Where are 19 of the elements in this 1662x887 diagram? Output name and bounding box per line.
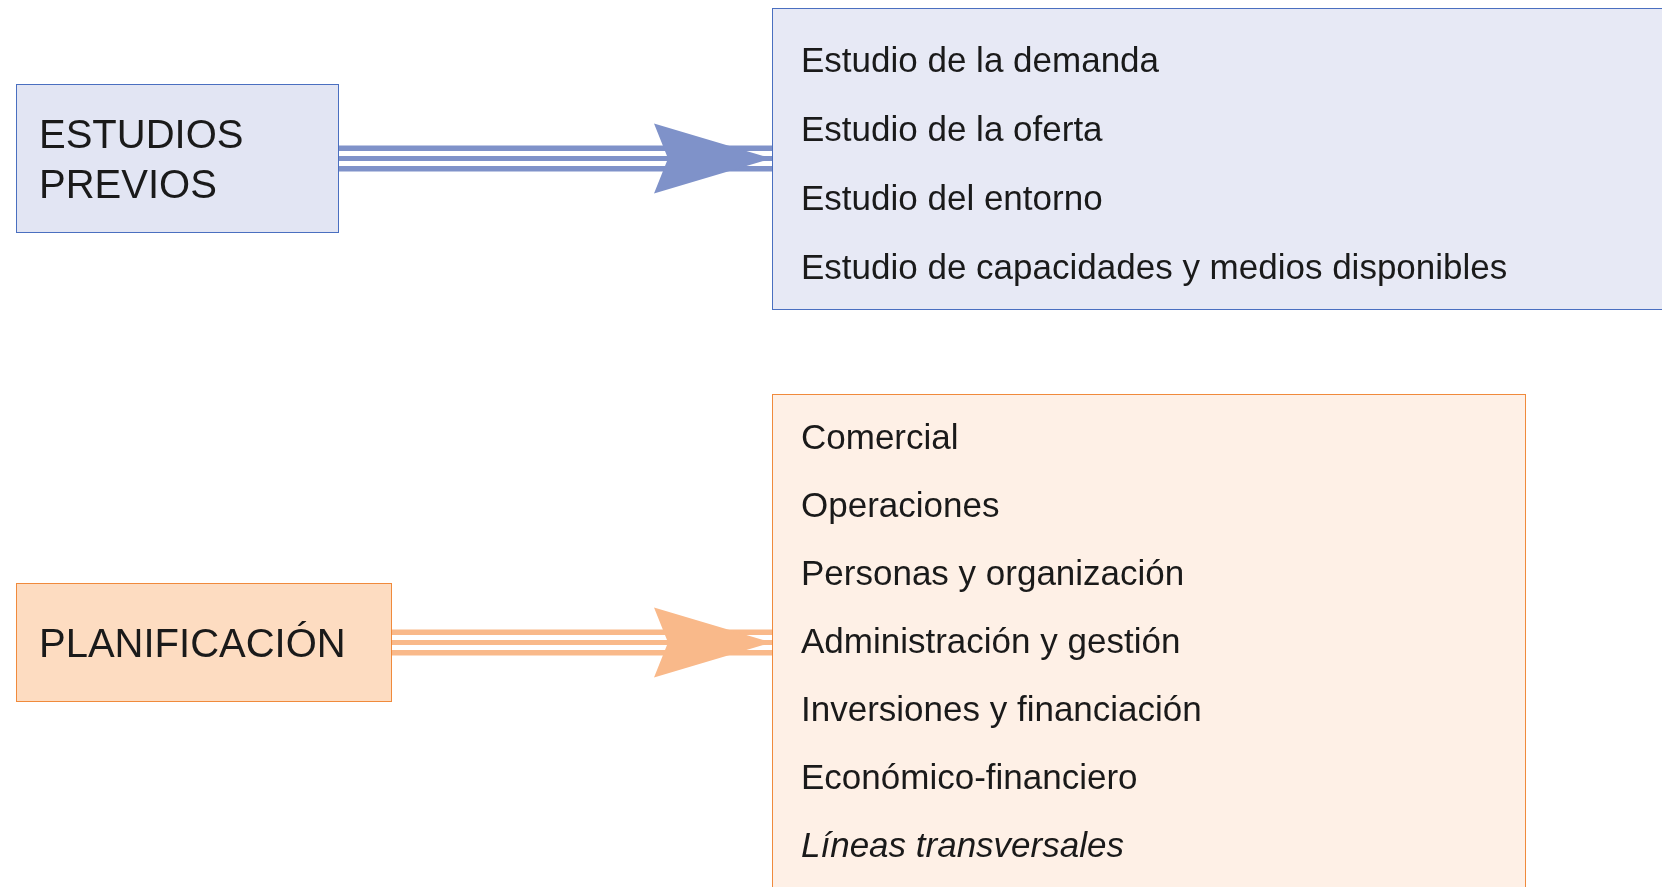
heading-box (16, 84, 339, 233)
list-item: Estudio de la demanda (801, 40, 1160, 79)
box-title: PLANIFICACIÓN (39, 620, 346, 665)
heading-box (16, 583, 392, 702)
list-box (772, 394, 1526, 887)
list-item: Económico-financiero (801, 757, 1138, 796)
list-item: Inversiones y financiación (801, 689, 1202, 728)
list-item: Estudio de la oferta (801, 109, 1103, 148)
list-item: Estudio del entorno (801, 178, 1103, 217)
list-item: Administración y gestión (801, 621, 1181, 660)
list-item: Estudio de capacidades y medios disponibles (801, 247, 1508, 286)
list-item: Operaciones (801, 485, 1000, 524)
list-item: Personas y organización (801, 553, 1185, 592)
list-box (772, 8, 1662, 310)
triple-line-arrow (339, 123, 772, 194)
list-item: Comercial (801, 417, 959, 456)
list-item: Líneas transversales (801, 825, 1124, 864)
box-title: ESTUDIOS PREVIOS (39, 111, 244, 206)
triple-line-arrow (392, 607, 772, 678)
